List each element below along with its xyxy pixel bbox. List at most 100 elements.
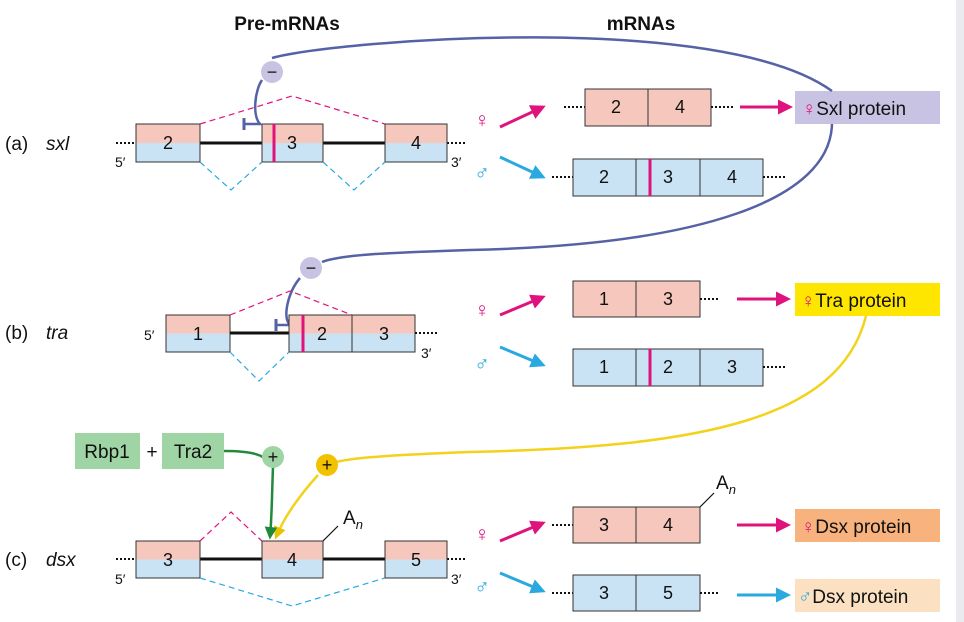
plus-sign-label: + (322, 455, 333, 475)
row-label-a: (a) (5, 134, 28, 155)
sxl-protein-box (795, 91, 940, 124)
polya-label: An (716, 473, 736, 497)
exon-box (384, 540, 448, 579)
exon-label: 2 (163, 133, 173, 153)
exon-label: 3 (163, 550, 173, 570)
dsx-male-protein-label: ♂Dsx protein (798, 587, 908, 608)
male-symbol: ♂ (474, 576, 490, 599)
page-edge (956, 0, 964, 622)
exon-label: 3 (379, 324, 389, 344)
male-arrow (499, 345, 546, 368)
female-arrow (499, 294, 546, 317)
mrna-tra-male: 1 2 3 (572, 348, 785, 387)
mrna-sxl-male: 2 3 4 (552, 158, 785, 197)
polya-tick (699, 492, 715, 508)
exon-label: 2 (317, 324, 327, 344)
exon-box (135, 123, 201, 163)
female-symbol: ♀ (474, 109, 490, 132)
exon-label: 3 (727, 357, 737, 377)
female-symbol: ♀ (474, 523, 490, 546)
gene-name-dsx: dsx (46, 550, 77, 571)
female-splice-path (199, 511, 263, 542)
five-prime-label: 5′ (115, 571, 126, 587)
polya-label: An (343, 508, 363, 532)
exon-label: 2 (599, 167, 609, 187)
polya-tick (322, 525, 339, 542)
row-label-c: (c) (5, 550, 27, 571)
exon-label: 2 (611, 97, 621, 117)
male-splice-path (199, 161, 263, 191)
minus-sign-label: − (306, 258, 317, 278)
plus-sign (262, 446, 284, 468)
male-splice-path (229, 351, 290, 382)
three-prime-label: 3′ (451, 154, 462, 170)
minus-sign-label: − (267, 62, 278, 82)
premrna-dsx: 3 4 5 5′ 3′ An (115, 508, 467, 607)
minus-sign (300, 257, 322, 279)
pre-mrnas-header: Pre-mRNAs (234, 14, 340, 35)
row-tra: (b) tra 1 2 3 5′ 3′ ♀ ♂ 1 3 (5, 280, 940, 387)
regulator-line (223, 449, 265, 460)
male-symbol: ♂ (474, 162, 490, 185)
exon-label: 3 (663, 289, 673, 309)
rbp1-label: Rbp1 (84, 442, 129, 463)
regulator-plus: + (146, 442, 157, 463)
exon-label: 5 (411, 550, 421, 570)
exon-label: 3 (599, 515, 609, 535)
female-symbol: ♀ (474, 299, 490, 322)
exon-label: 5 (663, 583, 673, 603)
male-arrow (499, 155, 546, 179)
dsx-female-protein-label: ♀Dsx protein (801, 517, 911, 538)
mrna-sxl-female: 2 4 (564, 88, 733, 127)
sxl-protein-label: ♀Sxl protein (802, 99, 906, 120)
male-splice-path (322, 161, 386, 191)
dsx-male-protein-box (795, 579, 940, 612)
exon-box (165, 314, 231, 353)
exon-label: 4 (663, 515, 673, 535)
gene-name-sxl: sxl (46, 134, 70, 155)
gene-name-tra: tra (46, 323, 68, 344)
three-prime-label: 3′ (421, 345, 432, 361)
exon-box (135, 540, 201, 579)
tra-protein-label: ♀Tra protein (801, 291, 906, 312)
plus-sign-label: + (268, 447, 279, 467)
plus-sign (316, 454, 338, 476)
male-arrow (499, 571, 546, 594)
exon-box (261, 540, 324, 579)
sxl-repression-line (244, 79, 264, 126)
tra-activation-line (326, 315, 868, 467)
rbp1-box (75, 433, 140, 469)
premrna-tra: 1 2 3 5′ 3′ (144, 290, 437, 382)
exon-label: 1 (599, 357, 609, 377)
five-prime-label: 5′ (115, 154, 126, 170)
exon-box (261, 123, 324, 163)
tra2-label: Tra2 (174, 442, 212, 463)
exon-label: 4 (287, 550, 297, 570)
exon-label: 4 (675, 97, 685, 117)
tra-activation-arrow (274, 474, 319, 540)
exon-box (384, 123, 448, 163)
tra-protein-box (795, 283, 940, 316)
row-sxl: (a) sxl 2 3 4 5′ 3′ ♀ ♂ (5, 88, 940, 197)
three-prime-label: 3′ (451, 571, 462, 587)
exon-label: 3 (287, 133, 297, 153)
mrna-dsx-male: 3 5 (552, 574, 720, 612)
female-arrow (499, 105, 546, 129)
dsx-female-protein-box (795, 509, 940, 542)
female-splice-path (199, 95, 386, 125)
row-dsx: (c) dsx 3 4 5 5′ 3′ An ♀ ♂ (5, 473, 940, 612)
male-splice-path (199, 577, 386, 607)
male-symbol: ♂ (474, 353, 490, 376)
row-label-b: (b) (5, 323, 28, 344)
female-splice-path (229, 290, 353, 316)
minus-sign (261, 61, 283, 83)
tra2-box (162, 433, 224, 469)
exon-label: 1 (599, 289, 609, 309)
mrna-tra-female: 1 3 (572, 280, 720, 318)
exon-label: 2 (663, 357, 673, 377)
exon-label: 3 (663, 167, 673, 187)
exon-label: 4 (727, 167, 737, 187)
sxl-autoregulation-line (271, 36, 833, 93)
exon-label: 4 (411, 133, 421, 153)
female-arrow (499, 520, 546, 543)
